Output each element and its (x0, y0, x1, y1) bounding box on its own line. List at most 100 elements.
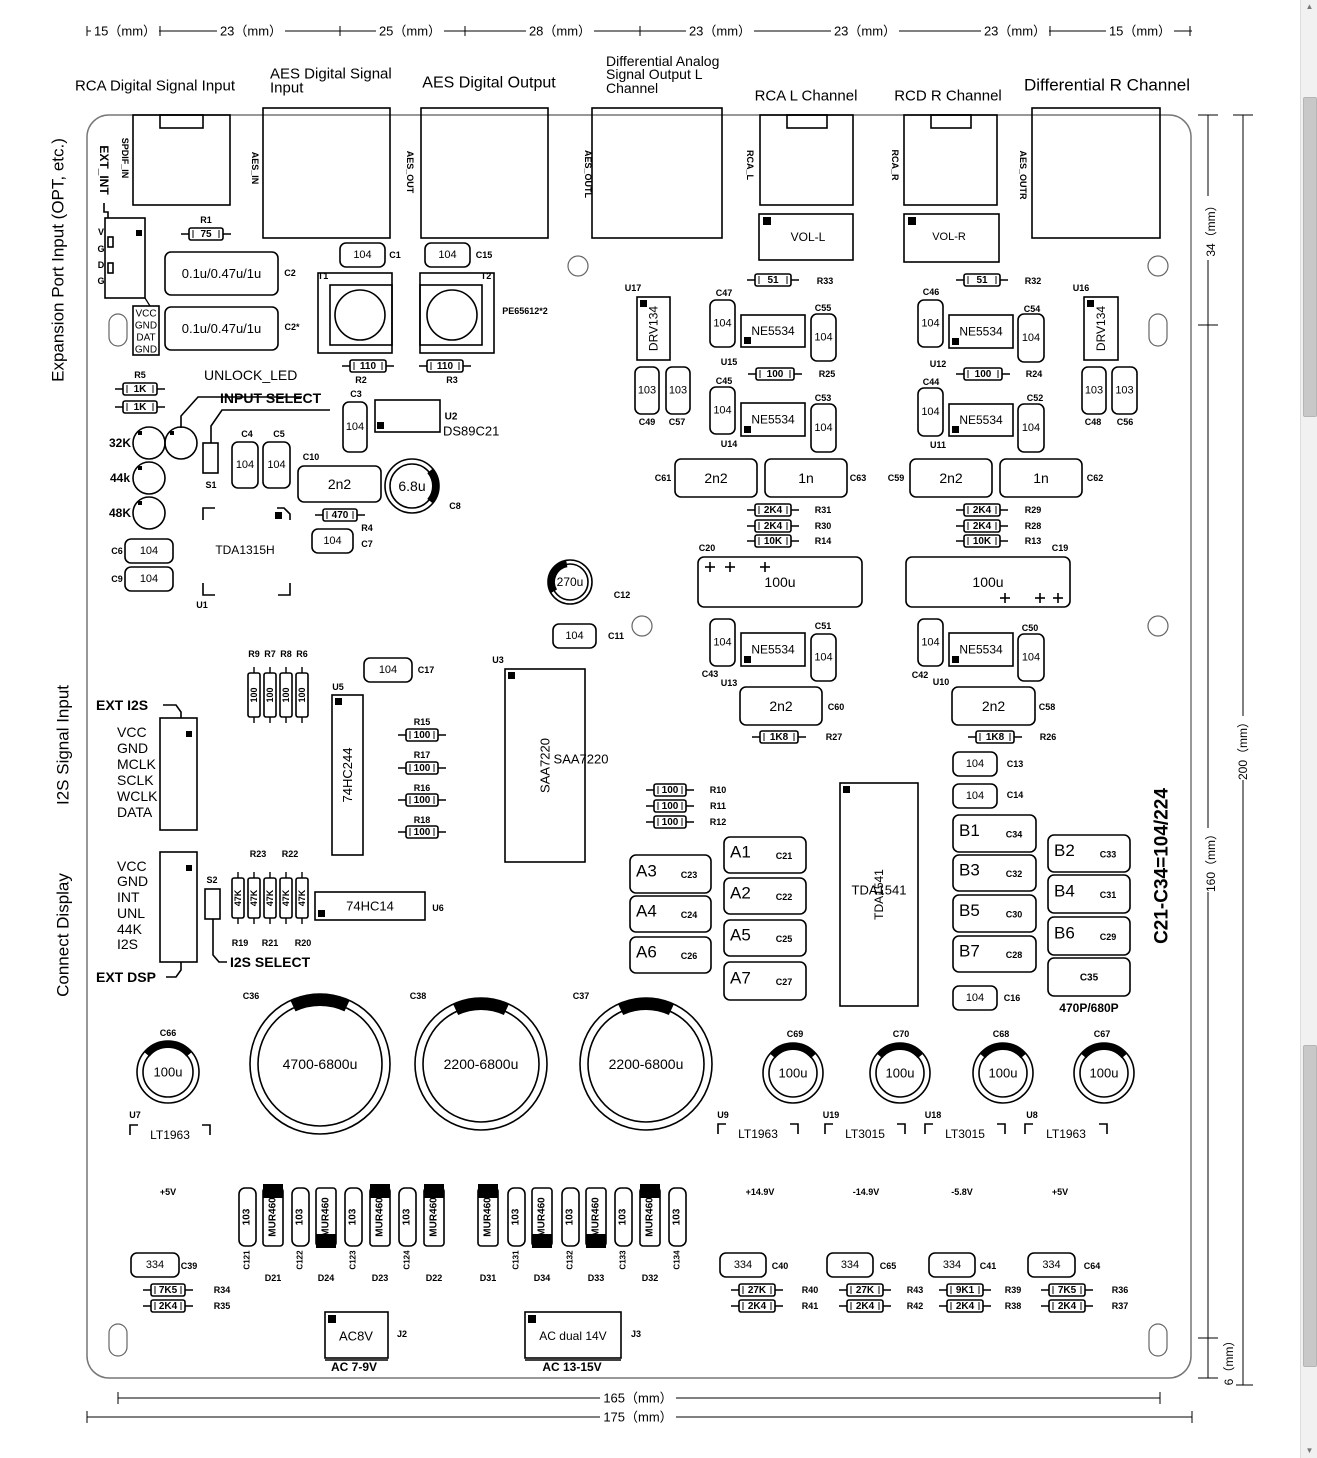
mounting-hole (567, 255, 589, 277)
pin-label: WCLK (117, 788, 158, 804)
component-ref: C46 (923, 287, 940, 297)
scrollbar-thumb[interactable] (1303, 97, 1317, 417)
resistor-r40 (738, 1283, 776, 1297)
component-value: 1K (134, 384, 148, 395)
component-value: 270u (557, 575, 584, 589)
capacitor-c22 (723, 877, 807, 915)
resistor-r34 (150, 1283, 186, 1297)
component-value: 1K (134, 402, 148, 413)
scrollbar-thumb-lower[interactable] (1303, 1045, 1317, 1367)
component-value: MUR460 (591, 1197, 602, 1237)
ic-name: NE5534 (751, 643, 795, 657)
capacitor-c34 (952, 814, 1037, 853)
capacitor-c56 (1111, 366, 1138, 415)
capacitor-c59 (909, 458, 993, 498)
component-ref: C20 (699, 543, 716, 553)
pin-label: G (97, 276, 104, 286)
component-ref: C43 (702, 669, 719, 679)
polarity-band (770, 1043, 816, 1059)
pin-label: VCC (117, 858, 147, 874)
vertical-scrollbar[interactable]: ▲ ▼ (1300, 0, 1317, 1458)
leader-line (210, 409, 330, 443)
component-ref: C39 (181, 1261, 198, 1271)
capacitor-c44 (917, 387, 944, 437)
outline (107, 236, 114, 248)
component-ref: C58 (1039, 702, 1056, 712)
section-title: Differential Analog (606, 53, 719, 69)
polarity-band (548, 560, 568, 593)
component-ref: D32 (642, 1273, 659, 1283)
component-ref: R41 (802, 1301, 819, 1311)
component-ref: C16 (1004, 993, 1021, 1003)
resistor-r37 (1048, 1299, 1086, 1313)
component-ref: C44 (923, 377, 940, 387)
component-value: 2n2 (982, 698, 1006, 714)
component-value: 2K4 (973, 521, 992, 532)
label: EXT I2S (96, 697, 148, 713)
capacitor-c3 (342, 401, 368, 453)
resistor-r22 (279, 877, 293, 919)
component-value: 100u (154, 1065, 183, 1080)
pin-label: SCLK (117, 772, 154, 788)
leader-line (166, 962, 182, 978)
polarity-band (877, 1043, 923, 1059)
component-ref: U5 (332, 682, 344, 692)
component-value: 100 (265, 687, 275, 702)
capacitor-c13 (952, 751, 998, 777)
resistor-r35 (150, 1299, 186, 1313)
component-ref: U11 (930, 440, 946, 450)
display-connector-small (132, 305, 160, 356)
capacitor-c19 (905, 556, 1071, 608)
dim-bg (831, 24, 899, 38)
cathode-band (316, 1234, 336, 1248)
component-value: 2K4 (764, 505, 783, 516)
component-value: B5 (959, 901, 980, 920)
component-value: 27K (856, 1285, 875, 1296)
board-outline (86, 114, 1192, 1379)
pin1-marker (640, 300, 647, 307)
ic-u14 (740, 402, 806, 437)
outline (419, 284, 483, 346)
component-ref: D24 (318, 1273, 335, 1283)
component-ref: C54 (1024, 304, 1041, 314)
component-value: 100u (764, 574, 795, 590)
component-ref: R28 (1025, 521, 1042, 531)
component-ref: C14 (1007, 790, 1024, 800)
pin1-marker (908, 217, 916, 225)
resistor-r24 (963, 367, 1003, 381)
component-value: 104 (353, 249, 371, 261)
component-value: 2K4 (764, 521, 783, 532)
vol-r-pot (903, 213, 1000, 263)
scroll-down-arrow-icon[interactable]: ▼ (1305, 1446, 1314, 1455)
component-value: 47K (297, 889, 307, 906)
resistor-r43 (846, 1283, 884, 1297)
led (132, 426, 166, 460)
component-value: 104 (966, 790, 984, 802)
dim-bg (1236, 716, 1250, 780)
scroll-up-arrow-icon[interactable]: ▲ (1305, 2, 1314, 11)
component-ref: C67 (1094, 1029, 1111, 1039)
dimension-label: 175（mm） (603, 1410, 672, 1425)
label: T2 (481, 271, 492, 281)
component-value: 103 (1115, 385, 1133, 397)
component-ref: D33 (588, 1273, 605, 1283)
component-value: 104 (1022, 652, 1040, 664)
capacitor-c28 (952, 935, 1037, 973)
capacitor-c63 (764, 458, 848, 498)
capacitor-c9 (124, 566, 174, 592)
component-value: 104 (565, 630, 583, 642)
resistor-r42 (846, 1299, 884, 1313)
component-ref: U12 (930, 359, 947, 369)
label: 470P/680P (1059, 1001, 1118, 1015)
component-value: 1K8 (770, 732, 789, 743)
label: +5V (160, 1187, 176, 1197)
pin-label: V (98, 227, 104, 237)
component-value: 334 (841, 1259, 859, 1271)
component-value: 47K (233, 889, 243, 906)
pin-label: INT (117, 889, 140, 905)
component-ref: C60 (828, 702, 845, 712)
component-value: 100 (767, 369, 784, 380)
dimension-label: 6（mm） (1222, 1335, 1236, 1386)
pin1-marker (335, 698, 342, 705)
pin1-marker (763, 217, 771, 225)
